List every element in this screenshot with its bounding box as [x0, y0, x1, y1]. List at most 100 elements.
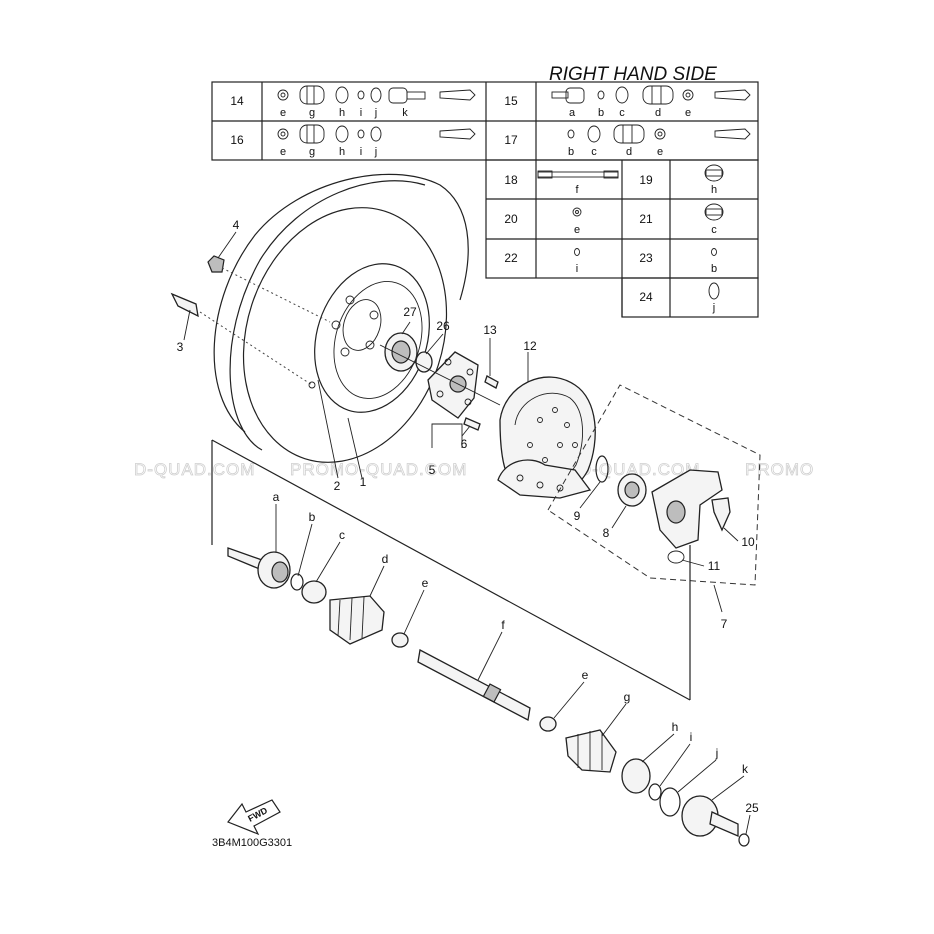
callout-j: j	[715, 746, 719, 760]
callout-6: 6	[461, 437, 468, 451]
circlip-j	[659, 787, 681, 817]
callout-e-lower: e	[582, 668, 589, 682]
boot-band-e-lower	[539, 716, 557, 732]
kit-table: 14 15 16 17 18 19 20 21 22 23 24 e g h i…	[211, 81, 759, 318]
kit-number-23: 23	[639, 251, 653, 265]
callout-f: f	[501, 618, 505, 632]
kit-16-letter-h: h	[339, 146, 345, 158]
knuckle-parts	[595, 455, 731, 700]
watermark-text-4: PROMO	[745, 460, 814, 479]
kit-number-20: 20	[504, 212, 518, 226]
kit-15-letter-d: d	[655, 107, 661, 119]
knuckle-group-frame	[547, 384, 761, 586]
kit-17-icons	[567, 124, 751, 144]
axle-shaft-f	[417, 649, 531, 721]
boot-d	[329, 595, 385, 645]
kit-number-14: 14	[230, 94, 244, 108]
lug-nut-4	[207, 255, 225, 273]
kit-18-letter-f: f	[575, 184, 579, 196]
kit-number-18: 18	[504, 173, 518, 187]
kit-17-letter-c: c	[591, 146, 597, 158]
kit-17-letter-b: b	[568, 146, 574, 158]
kit-17-letter-e: e	[657, 146, 663, 158]
callout-25: 25	[745, 801, 759, 815]
tire-sidewall	[242, 207, 448, 463]
kit-14-icons	[277, 85, 476, 105]
wheel-stud-3	[170, 292, 199, 318]
circlip-i	[648, 783, 662, 801]
circlip-b	[290, 573, 304, 591]
bolt-13	[484, 375, 499, 389]
brake-guard	[497, 459, 592, 499]
driveshaft-parts	[227, 547, 750, 847]
callout-d: d	[382, 552, 389, 566]
callout-g: g	[624, 690, 631, 704]
tire-outline	[213, 173, 469, 433]
inner-cv-shaft-a	[227, 547, 263, 571]
callout-labels: 4 3 2 1 27 26 13 12 6 5 9 8 10 11 7 a b …	[177, 218, 759, 815]
kit-number-24: 24	[639, 290, 653, 304]
boot-g	[565, 729, 617, 773]
kit-14-letter-i: i	[360, 107, 362, 119]
kit-14-letter-k: k	[402, 107, 408, 119]
kit-15-letter-c: c	[619, 107, 625, 119]
leader-lines	[183, 231, 751, 835]
callout-i: i	[690, 730, 693, 744]
bolt-6	[463, 417, 481, 431]
collar-26	[415, 351, 433, 373]
kit-number-16: 16	[230, 133, 244, 147]
kit-14-letter-j: j	[374, 107, 377, 119]
callout-26: 26	[436, 319, 450, 333]
callout-8: 8	[603, 526, 610, 540]
circlip-9	[595, 455, 609, 483]
drawing-code: 3B4M100G3301	[212, 837, 292, 849]
callout-e-upper: e	[422, 576, 429, 590]
kit-15-letter-a: a	[569, 107, 576, 119]
diagram-title: RIGHT HAND SIDE	[549, 64, 717, 85]
outer-cv-shaft-k	[709, 811, 739, 837]
kit-16-icons	[277, 124, 476, 144]
kit-20-letter-e: e	[574, 224, 580, 236]
callout-27: 27	[403, 305, 417, 319]
kit-14-letter-g: g	[309, 107, 315, 119]
kit-number-17: 17	[504, 133, 518, 147]
kit-23-letter-b: b	[711, 263, 717, 275]
steering-knuckle-7	[651, 469, 723, 549]
ball-joint-10	[711, 497, 731, 532]
forward-arrow: FWD	[227, 799, 281, 836]
callout-7: 7	[721, 617, 728, 631]
kit-small-icons	[537, 164, 724, 300]
wheel-assembly	[170, 173, 469, 463]
callout-10: 10	[741, 535, 755, 549]
callout-5: 5	[429, 463, 436, 477]
kit-number-15: 15	[504, 94, 518, 108]
kit-24-letter-j: j	[712, 302, 715, 314]
callout-12: 12	[523, 339, 537, 353]
hub-parts	[379, 332, 501, 431]
watermark-text-2: PROMO-QUAD.COM	[290, 460, 467, 479]
kit-19-letter-h: h	[711, 184, 717, 196]
callout-1: 1	[360, 475, 367, 489]
kit-number-19: 19	[639, 173, 653, 187]
callout-2: 2	[334, 479, 341, 493]
kit-17-letter-d: d	[626, 146, 632, 158]
callout-9: 9	[574, 509, 581, 523]
forward-arrow-label: FWD	[246, 805, 269, 824]
nut-11	[667, 550, 685, 564]
nut-25	[738, 833, 750, 847]
kit-16-letter-i: i	[360, 146, 362, 158]
boot-band-c	[301, 580, 327, 604]
callout-3: 3	[177, 340, 184, 354]
kit-16-letter-g: g	[309, 146, 315, 158]
callout-b: b	[309, 510, 316, 524]
boot-band-e-upper	[391, 632, 409, 648]
kit-16-letter-j: j	[374, 146, 377, 158]
kit-14-letter-h: h	[339, 107, 345, 119]
kit-number-22: 22	[504, 251, 518, 265]
kit-number-21: 21	[639, 212, 653, 226]
kit-15-letter-b: b	[598, 107, 604, 119]
boot-band-h	[621, 758, 651, 794]
kit-22-letter-i: i	[576, 263, 578, 275]
callout-11: 11	[708, 559, 721, 573]
